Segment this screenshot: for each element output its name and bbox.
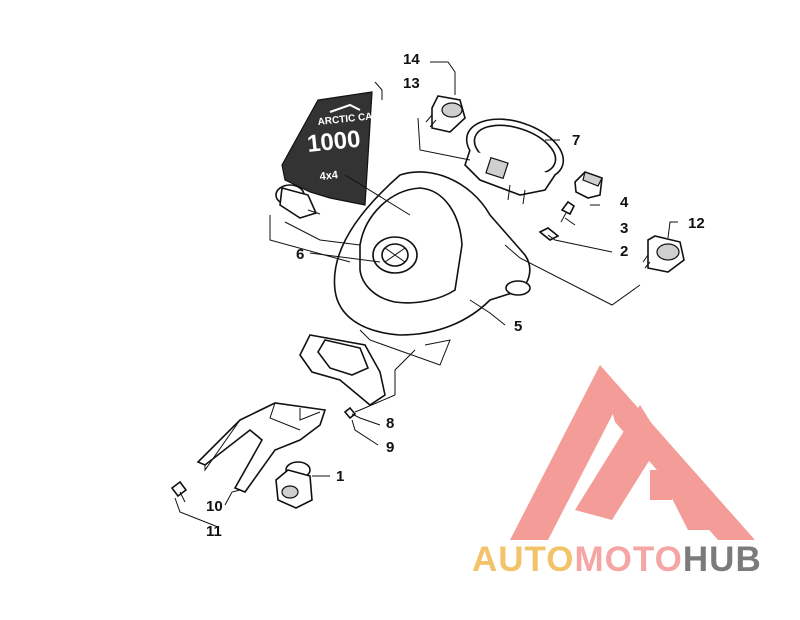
watermark-text: AUTOMOTOHUB xyxy=(472,540,762,580)
switch-part-6 xyxy=(275,184,321,219)
leader-lines xyxy=(174,61,678,528)
callout-8: 8 xyxy=(386,415,394,432)
callout-2: 2 xyxy=(620,243,628,260)
screw-part-8 xyxy=(343,406,357,420)
callout-14: 14 xyxy=(403,51,420,68)
watermark-moto: MOTO xyxy=(574,540,683,579)
callout-9: 9 xyxy=(386,439,394,456)
watermark-logo xyxy=(510,365,755,540)
callout-3: 3 xyxy=(620,220,628,237)
callout-1: 1 xyxy=(336,468,344,485)
watermark-auto: AUTO xyxy=(472,540,575,579)
callout-5: 5 xyxy=(514,318,522,335)
socket-part-2 xyxy=(538,227,560,241)
speedometer-part xyxy=(464,118,565,205)
pod-housing-part xyxy=(333,171,531,336)
decal-model: 1000 xyxy=(306,126,362,158)
callout-10: 10 xyxy=(206,498,223,515)
decal-part: ARCTIC CAT 1000 4x4 xyxy=(281,91,378,206)
fastener-part-11 xyxy=(170,480,188,503)
watermark-hub: HUB xyxy=(682,540,762,579)
callout-7: 7 xyxy=(572,132,580,149)
ignition-switch-part xyxy=(275,461,313,509)
callout-6: 6 xyxy=(296,246,304,263)
callout-4: 4 xyxy=(620,194,629,211)
knob-part-4 xyxy=(574,171,603,199)
callout-11: 11 xyxy=(206,523,222,540)
accessory-plug-14 xyxy=(425,95,466,133)
accessory-plug-12 xyxy=(642,235,685,273)
bulb-part-3 xyxy=(560,200,576,223)
decal-badge: 4x4 xyxy=(319,169,339,183)
retainer-bracket-part xyxy=(299,334,386,406)
callout-13: 13 xyxy=(403,75,420,92)
callout-12: 12 xyxy=(688,215,705,232)
